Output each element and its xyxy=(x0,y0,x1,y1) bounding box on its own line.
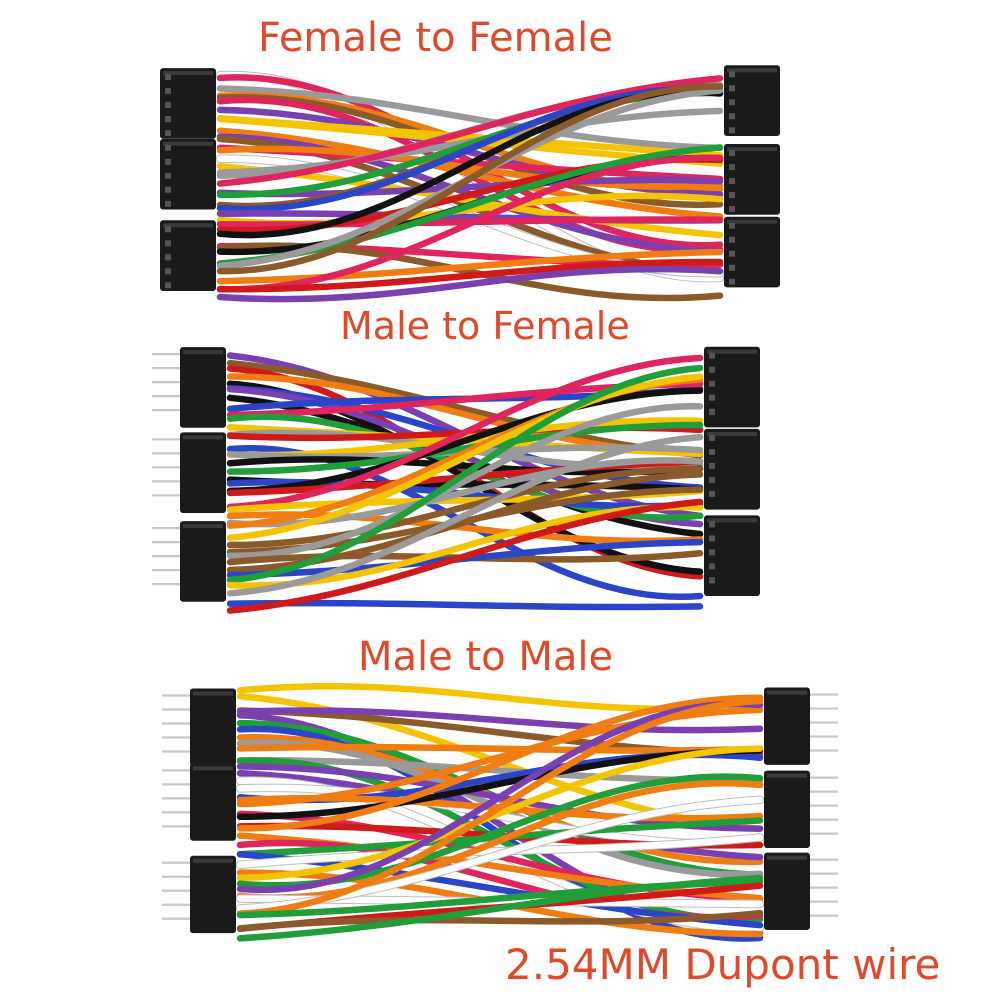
jumper-wire xyxy=(216,176,724,198)
male-to-female-wire-bundle xyxy=(152,346,760,614)
jumper-wire xyxy=(216,248,724,285)
male-connector-housing xyxy=(764,770,810,848)
product-caption: 2.54MM Dupont wire xyxy=(505,940,941,989)
male-connector-housing xyxy=(190,688,236,766)
male-connector-housing xyxy=(764,852,810,930)
jumper-wire xyxy=(216,265,724,303)
jumper-wire xyxy=(226,433,704,597)
jumper-wire xyxy=(216,258,724,293)
female-connector-housing xyxy=(160,138,216,210)
jumper-wire xyxy=(226,373,704,542)
jumper-wire xyxy=(236,743,764,754)
male-to-male-caption: Male to Male xyxy=(358,634,614,680)
jumper-wire xyxy=(236,909,764,932)
female-connector-housing xyxy=(724,65,780,136)
jumper-wire xyxy=(216,85,724,152)
female-connector-housing xyxy=(704,428,760,510)
male-connector-housing xyxy=(190,763,236,841)
jumper-wire xyxy=(216,83,724,275)
jumper-wire xyxy=(236,745,764,882)
male-connector-housing xyxy=(180,521,226,602)
female-connector-housing xyxy=(724,216,780,288)
female-to-female-wire-bundle xyxy=(160,65,780,303)
male-connector-housing xyxy=(180,347,226,428)
jumper-wire xyxy=(226,421,704,475)
jumper-wire xyxy=(216,145,724,191)
jumper-wire xyxy=(236,697,764,917)
jumper-wire xyxy=(236,874,764,942)
jumper-wire xyxy=(226,354,704,511)
female-connector-housing xyxy=(724,144,780,215)
male-to-male-wire-bundle xyxy=(162,682,838,942)
jumper-wire xyxy=(236,707,764,734)
female-to-female-caption: Female to Female xyxy=(258,15,613,61)
female-connector-housing xyxy=(160,68,216,139)
jumper-wire xyxy=(216,75,724,187)
female-connector-housing xyxy=(704,346,760,428)
jumper-wire xyxy=(226,403,704,559)
female-connector-housing xyxy=(160,220,216,291)
male-connector-housing xyxy=(764,687,810,765)
jumper-wire xyxy=(226,465,704,549)
jumper-wire xyxy=(236,700,764,894)
male-connector-housing xyxy=(180,432,226,513)
jumper-wire xyxy=(226,364,704,584)
jumper-wire xyxy=(226,498,704,614)
jumper-wire xyxy=(236,694,764,832)
male-connector-housing xyxy=(190,855,236,934)
jumper-wire xyxy=(226,387,704,495)
male-to-female-caption: Male to Female xyxy=(340,304,630,348)
jumper-wire xyxy=(216,154,724,293)
female-connector-housing xyxy=(704,515,760,596)
jumper-wire xyxy=(236,780,764,901)
jumper-wire xyxy=(216,127,724,220)
